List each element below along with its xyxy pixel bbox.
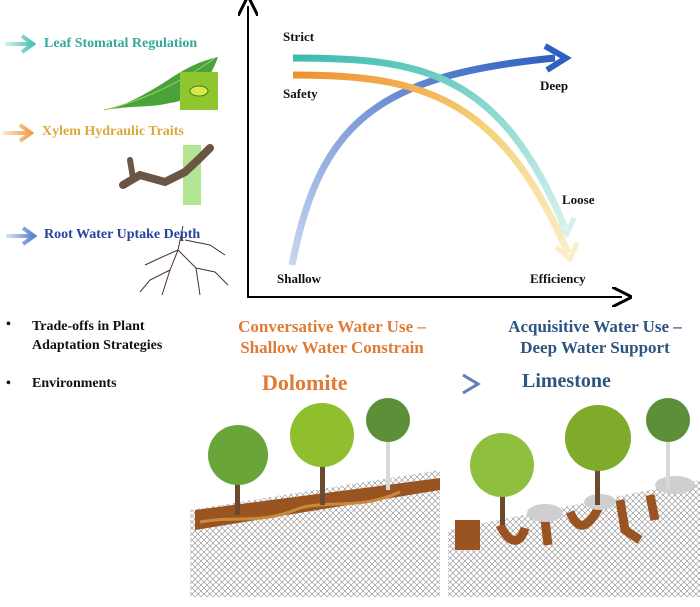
strategy-acquisitive-line1: Acquisitive Water Use – [508,317,682,336]
roots-icon [139,225,229,296]
legend-label-root: Root Water Uptake Depth [44,227,201,242]
legend-arrow-leaf-icon [5,34,37,54]
env-dolomite: Dolomite [262,370,348,395]
xylem-curve [292,71,572,255]
label-safety: Safety [283,86,318,101]
label-deep: Deep [540,78,569,93]
legend-label-xylem: Xylem Hydraulic Traits [42,124,184,139]
xylem-arrowhead [554,241,580,264]
limestone-landscape [448,398,700,597]
label-strict: Strict [283,29,315,44]
leaf-icon [103,57,218,111]
strategy-conservative-line2: Shallow Water Constrain [240,338,424,357]
strategy-acquisitive: Acquisitive Water Use – Deep Water Suppo… [490,316,700,358]
legend-label-leaf: Leaf Stomatal Regulation [44,36,198,51]
row-label-tradeoffs: Trade-offs in Plant Adaptation Strategie… [32,319,163,353]
label-shallow: Shallow [277,271,322,286]
stomatal-curve [292,54,569,230]
legend-arrow-xylem-icon [3,123,35,143]
legend-arrow-root-icon [6,226,38,246]
strategy-acquisitive-line2: Deep Water Support [520,338,670,357]
bullet: • [6,376,11,391]
row-label-environments: Environments [32,376,117,391]
environment-transition-arrow-icon [400,373,481,395]
bullet: • [6,317,11,332]
root-depth-arrowhead [543,43,572,73]
root-depth-curve [288,54,556,266]
label-efficiency: Efficiency [530,271,586,286]
dolomite-landscape [190,398,440,597]
label-loose: Loose [562,192,595,207]
strategy-conservative: Conversative Water Use – Shallow Water C… [232,316,432,358]
xylem-branch-icon [119,144,214,205]
strategy-conservative-line1: Conversative Water Use – [238,317,426,336]
env-limestone: Limestone [522,370,611,392]
